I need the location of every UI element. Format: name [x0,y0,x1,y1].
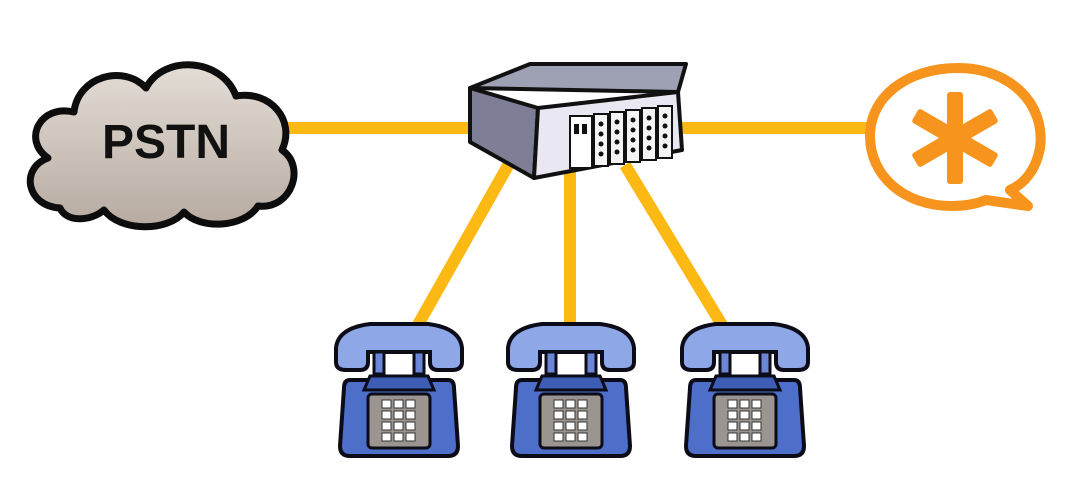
keypad-key [553,432,564,442]
keypad-key [577,410,588,420]
keypad-key [577,421,588,431]
telephone-icon-2 [506,322,636,458]
keypad-icon [381,399,416,442]
keypad-key [739,399,750,409]
keypad-key [727,421,738,431]
pbx-switch-icon [468,62,688,180]
keypad-key [553,399,564,409]
keypad-key [727,410,738,420]
keypad-key [751,399,762,409]
keypad-key [751,410,762,420]
pbx-line-cards [569,105,673,169]
keypad-key [405,432,416,442]
asterisk-star-icon [912,92,998,184]
keypad-key [405,410,416,420]
keypad-key [381,399,392,409]
keypad-key [381,432,392,442]
keypad-key [553,410,564,420]
keypad-key [751,432,762,442]
keypad-key [393,410,404,420]
keypad-key [393,432,404,442]
keypad-key [381,410,392,420]
keypad-key [751,421,762,431]
keypad-key [565,410,576,420]
pstn-label: PSTN [102,116,230,169]
keypad-key [405,399,416,409]
telephone-icon-1 [334,322,464,458]
keypad-icon [727,399,762,442]
keypad-key [577,399,588,409]
pbx-status-lights [574,113,668,157]
keypad-key [727,399,738,409]
asterisk-logo-icon [865,63,1046,211]
keypad-key [739,410,750,420]
link-pbx-phone-1 [409,159,516,333]
pstn-cloud-icon: PSTN [26,61,298,231]
keypad-key [565,432,576,442]
keypad-key [553,421,564,431]
keypad-key [381,421,392,431]
keypad-key [577,432,588,442]
keypad-icon [553,399,588,442]
keypad-key [405,421,416,431]
keypad-key [393,421,404,431]
telephone-icon-3 [680,322,810,458]
link-pbx-phone-3 [619,161,731,334]
connection-lines [245,122,880,334]
keypad-key [565,421,576,431]
keypad-key [739,432,750,442]
keypad-key [393,399,404,409]
keypad-key [739,421,750,431]
keypad-key [727,432,738,442]
keypad-key [565,399,576,409]
